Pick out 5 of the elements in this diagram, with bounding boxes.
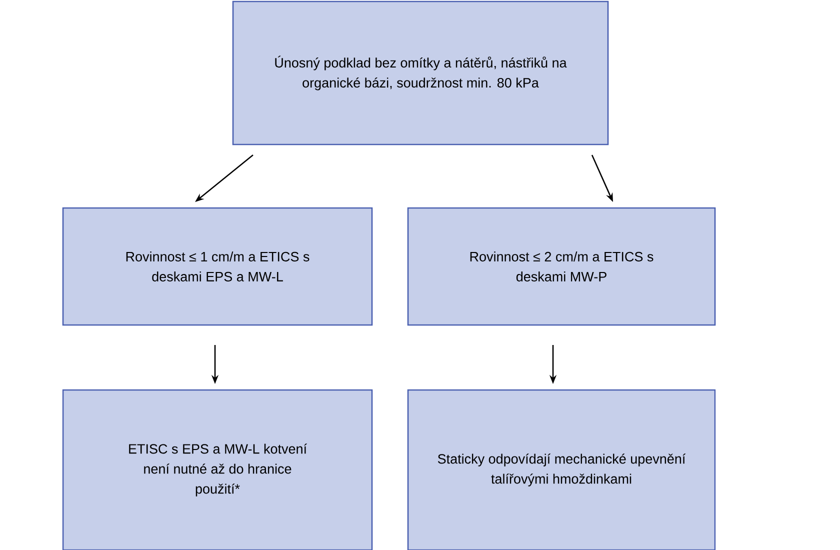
process-box: Rovinnost ≤ 2 cm/m a ETICS s deskami MW-P <box>407 207 716 326</box>
process-box: Rovinnost ≤ 1 cm/m a ETICS s deskami EPS a MW-L <box>62 207 373 326</box>
process-box: ETISC s EPS a MW-L kotvení není nutné až do hranice použití* <box>62 389 373 550</box>
process-box: Únosný podklad bez omítky a nátěrů, nástřiků na organické bázi, soudržnost min. 80 kPa <box>232 0 609 146</box>
process-box: Staticky odpovídají mechanické upevnění talířovými hmoždinkami <box>407 389 716 550</box>
